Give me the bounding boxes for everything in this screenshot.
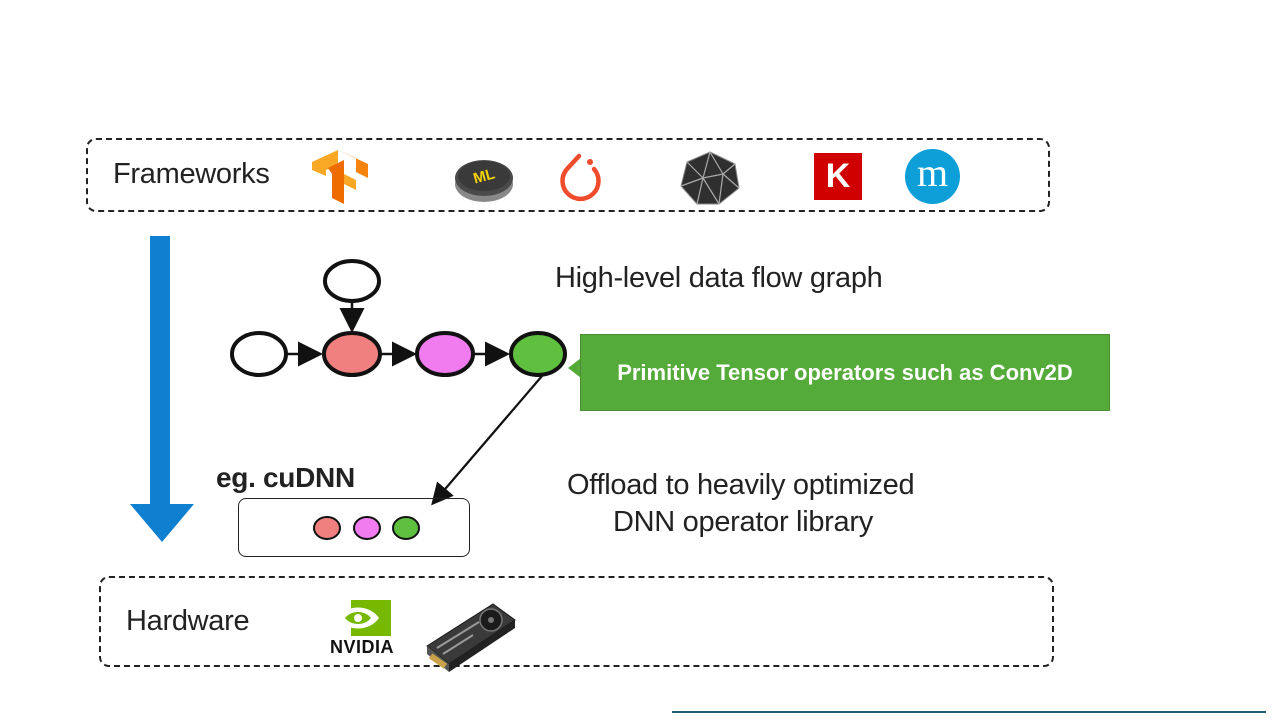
graph-node-top	[325, 261, 379, 301]
library-ops	[309, 509, 429, 549]
mxnet-letter: m	[917, 149, 948, 196]
nvidia-eye-icon	[335, 600, 391, 636]
graph-node-conv	[324, 333, 380, 375]
keras-icon: K	[814, 153, 862, 200]
library-description-line2: DNN operator library	[613, 506, 873, 539]
frameworks-label: Frameworks	[113, 158, 270, 191]
library-description-line1: Offload to heavily optimized	[567, 469, 914, 502]
primitive-operators-callout: Primitive Tensor operators such as Conv2…	[580, 334, 1110, 411]
library-box	[238, 498, 470, 557]
graph-node-op3	[511, 333, 565, 375]
graph-title: High-level data flow graph	[555, 262, 883, 295]
hardware-label: Hardware	[126, 605, 249, 638]
library-label: eg. cuDNN	[216, 462, 355, 494]
footer-divider	[672, 711, 1266, 713]
gpu-card-icon	[423, 598, 519, 674]
pytorch-icon	[557, 150, 605, 202]
flow-down-arrow	[128, 236, 198, 546]
tensorflow-icon	[308, 150, 372, 206]
keras-letter: K	[826, 157, 851, 196]
graph-node-input	[232, 333, 286, 375]
graph-node-op2	[417, 333, 473, 375]
mxnet-icon: m	[905, 149, 960, 204]
coreml-icon: ML	[454, 152, 514, 204]
nvidia-wordmark: NVIDIA	[330, 637, 394, 658]
polyhedron-icon	[679, 150, 741, 206]
